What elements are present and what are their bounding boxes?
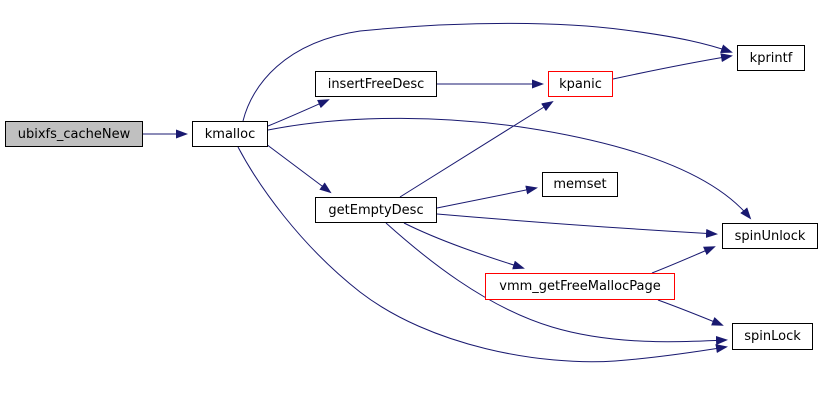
node-ubixfs_cacheNew[interactable]: ubixfs_cacheNew <box>5 121 143 147</box>
node-insertFreeDesc[interactable]: insertFreeDesc <box>315 71 437 97</box>
node-kpanic[interactable]: kpanic <box>548 71 613 97</box>
node-kprintf[interactable]: kprintf <box>737 45 805 71</box>
node-memset[interactable]: memset <box>542 172 618 197</box>
node-spinLock[interactable]: spinLock <box>732 323 813 350</box>
node-vmm_getFreeMallocPage[interactable]: vmm_getFreeMallocPage <box>485 273 675 300</box>
node-getEmptyDesc[interactable]: getEmptyDesc <box>315 197 437 223</box>
node-kmalloc[interactable]: kmalloc <box>192 121 268 147</box>
node-spinUnlock[interactable]: spinUnlock <box>722 223 818 249</box>
